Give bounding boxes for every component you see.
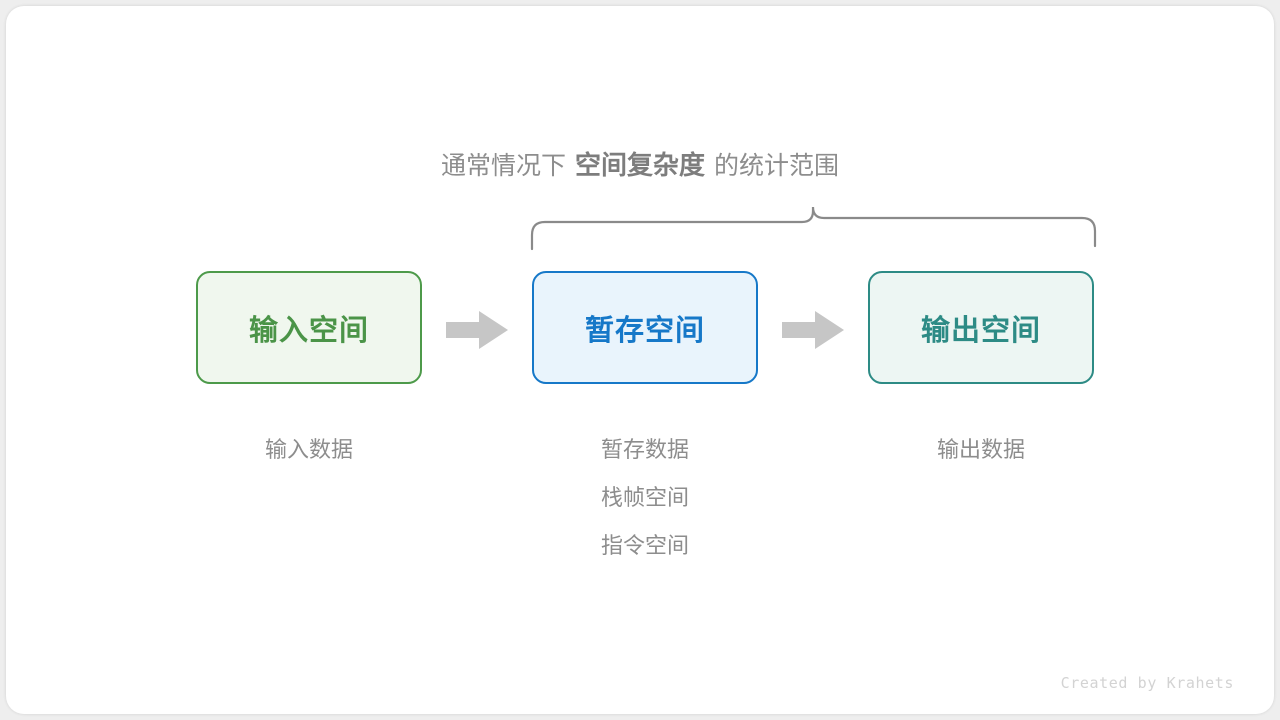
caption-tail: 的统计范围 (714, 152, 840, 180)
caption-emphasis: 空间复杂度 (574, 150, 705, 180)
arrow-temp-to-output-icon (782, 311, 844, 349)
caption-lead: 通常情况下 (440, 152, 566, 180)
sublabel-group-temp: 暂存数据 栈帧空间 指令空间 (532, 426, 758, 570)
curly-brace (521, 199, 1106, 259)
sublabel-item: 输出数据 (936, 437, 1025, 462)
stage-box-temp-label: 暂存空间 (584, 314, 705, 347)
stage-box-input-label: 输入空间 (248, 314, 369, 347)
sublabel-item: 指令空间 (600, 533, 689, 558)
diagram-caption: 通常情况下空间复杂度的统计范围 (6, 148, 1274, 183)
sublabel-group-output: 输出数据 (868, 426, 1094, 474)
sublabel-item: 输入数据 (264, 437, 353, 462)
stage-box-output-label: 输出空间 (920, 314, 1041, 347)
arrow-input-to-temp-icon (446, 311, 508, 349)
sublabel-item: 暂存数据 (600, 437, 689, 462)
watermark-credit: Created by Krahets (1060, 674, 1234, 692)
flow-row: 输入空间 暂存空间 输出空间 (6, 271, 1274, 387)
diagram-canvas: 通常情况下空间复杂度的统计范围 输入空间 暂存空间 输出空间 (6, 6, 1274, 714)
stage-sublabels: 输入数据 暂存数据 栈帧空间 指令空间 输出数据 (6, 426, 1274, 576)
stage-box-output[interactable]: 输出空间 (868, 271, 1094, 384)
sublabel-group-input: 输入数据 (196, 426, 422, 474)
sublabel-item: 栈帧空间 (600, 485, 689, 510)
stage-box-input[interactable]: 输入空间 (196, 271, 422, 384)
stage-box-temp[interactable]: 暂存空间 (532, 271, 758, 384)
